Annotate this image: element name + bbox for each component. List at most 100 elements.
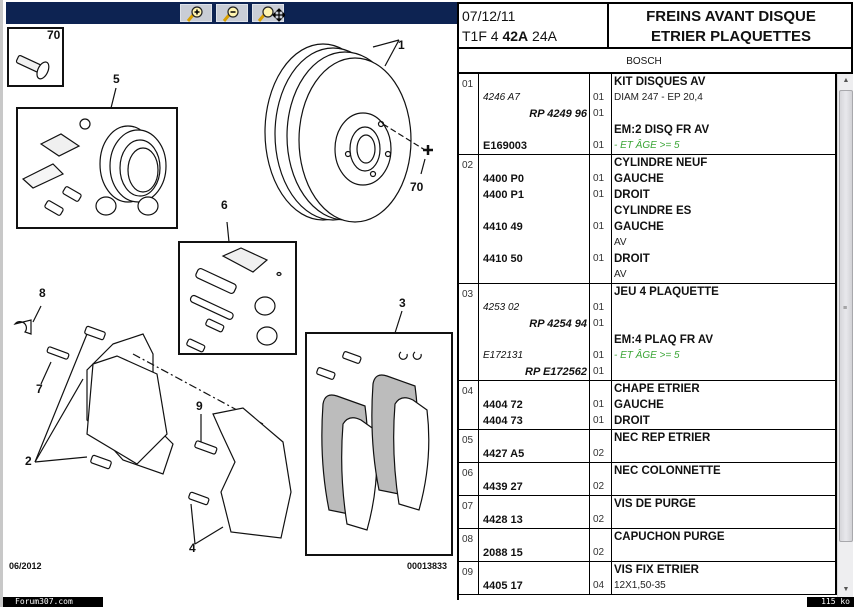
brand-row: BOSCH bbox=[457, 48, 853, 74]
part-description: CHAPE ETRIER bbox=[614, 383, 700, 395]
scroll-down-arrow-icon[interactable]: ▼ bbox=[842, 586, 850, 593]
part-index: 06 bbox=[459, 463, 479, 495]
part-line: CAPUCHON PURGE bbox=[459, 529, 837, 545]
page-title: FREINS AVANT DISQUE ETRIER PLAQUETTES bbox=[611, 7, 851, 47]
column-divider bbox=[589, 155, 590, 283]
part-reference[interactable]: 4405 17 bbox=[483, 580, 523, 592]
part-reference[interactable]: 4404 72 bbox=[483, 399, 523, 411]
part-index: 02 bbox=[459, 155, 479, 283]
part-description: NEC COLONNETTE bbox=[614, 465, 721, 477]
column-divider bbox=[589, 74, 590, 154]
callout-2: 2 bbox=[25, 454, 32, 468]
part-reference[interactable]: E169003 bbox=[483, 140, 528, 152]
part-description: - ET ÂGE >= 5 bbox=[614, 350, 680, 361]
part-reference[interactable]: RP E172562 bbox=[525, 366, 587, 378]
zoom-pan-icon bbox=[257, 6, 285, 22]
part-line: RP E172562 01 bbox=[459, 364, 837, 380]
part-reference[interactable]: 4246 A7 bbox=[483, 92, 520, 103]
part-reference[interactable]: 4410 50 bbox=[483, 253, 523, 265]
part-line: CYLINDRE NEUF bbox=[459, 155, 837, 171]
part-line: 4428 13 02 bbox=[459, 512, 837, 528]
header: 07/12/11 T1F 4 42A 24A FREINS AVANT DISQ… bbox=[457, 2, 853, 48]
diagram-date: 06/2012 bbox=[9, 561, 42, 571]
callout-5: 5 bbox=[113, 72, 120, 86]
scroll-thumb[interactable]: ≡ bbox=[839, 90, 853, 542]
part-index: 07 bbox=[459, 496, 479, 528]
box-pads-3 bbox=[305, 332, 453, 556]
column-divider bbox=[589, 463, 590, 495]
part-description: EM:2 DISQ FR AV bbox=[614, 124, 710, 136]
column-divider bbox=[589, 529, 590, 561]
callout-70-disc: 70 bbox=[410, 180, 424, 194]
part-index: 08 bbox=[459, 529, 479, 561]
part-reference[interactable]: E172131 bbox=[483, 350, 524, 361]
title-line-2: ETRIER PLAQUETTES bbox=[650, 28, 811, 45]
part-reference[interactable]: RP 4249 96 bbox=[529, 108, 587, 120]
callout-8: 8 bbox=[39, 286, 46, 300]
column-divider bbox=[611, 496, 612, 528]
part-description: 12X1,50-35 bbox=[614, 580, 666, 591]
code-suffix: 24A bbox=[532, 28, 557, 44]
box-kit-6 bbox=[178, 241, 297, 355]
brake-disc bbox=[264, 39, 426, 223]
grip-icon: ≡ bbox=[843, 305, 848, 312]
part-quantity: 01 bbox=[593, 140, 605, 151]
part-reference[interactable]: 4400 P0 bbox=[483, 173, 524, 185]
part-reference[interactable]: 4404 73 bbox=[483, 415, 523, 427]
part-line: VIS DE PURGE bbox=[459, 496, 837, 512]
part-reference[interactable]: 2088 15 bbox=[483, 547, 523, 559]
part-quantity: 01 bbox=[593, 302, 605, 313]
part-quantity: 02 bbox=[593, 514, 605, 525]
part-description: CYLINDRE NEUF bbox=[614, 157, 708, 169]
part-reference[interactable]: 4400 P1 bbox=[483, 189, 524, 201]
column-divider bbox=[611, 284, 612, 380]
part-reference[interactable]: 4428 13 bbox=[483, 514, 523, 526]
zoom-toolbar bbox=[6, 2, 458, 24]
box-kit-5 bbox=[16, 107, 178, 229]
column-divider bbox=[611, 562, 612, 594]
part-quantity: 01 bbox=[593, 366, 605, 377]
file-size-badge: 115 ko bbox=[807, 597, 854, 607]
scroll-up-arrow-icon[interactable]: ▲ bbox=[842, 77, 850, 84]
caliper-bracket bbox=[212, 407, 292, 539]
scrollbar[interactable]: ▲ ≡ ▼ bbox=[837, 74, 853, 597]
part-description: NEC REP ETRIER bbox=[614, 432, 711, 444]
part-quantity: 01 bbox=[593, 108, 605, 119]
column-divider bbox=[589, 562, 590, 594]
brand-label: BOSCH bbox=[626, 56, 662, 67]
zoom-pan-button[interactable] bbox=[252, 4, 285, 22]
column-divider bbox=[589, 381, 590, 429]
column-divider bbox=[835, 284, 837, 380]
part-reference[interactable]: 4410 49 bbox=[483, 221, 523, 233]
part-reference[interactable]: 4427 A5 bbox=[483, 448, 525, 460]
part-reference[interactable]: RP 4254 94 bbox=[529, 318, 587, 330]
callout-6: 6 bbox=[221, 198, 228, 212]
column-divider bbox=[611, 155, 612, 283]
part-reference[interactable]: 4439 27 bbox=[483, 481, 523, 493]
column-divider bbox=[835, 562, 837, 594]
part-description: KIT DISQUES AV bbox=[614, 76, 706, 88]
part-reference[interactable]: 4253 02 bbox=[483, 302, 520, 313]
zoom-in-button[interactable] bbox=[180, 4, 212, 22]
zoom-out-button[interactable] bbox=[216, 4, 248, 22]
column-divider bbox=[835, 155, 837, 283]
part-description: DROIT bbox=[614, 253, 650, 265]
column-divider bbox=[589, 284, 590, 380]
column-divider bbox=[835, 496, 837, 528]
part-line: JEU 4 PLAQUETTE bbox=[459, 284, 837, 300]
title-line-1: FREINS AVANT DISQUE bbox=[646, 8, 816, 25]
